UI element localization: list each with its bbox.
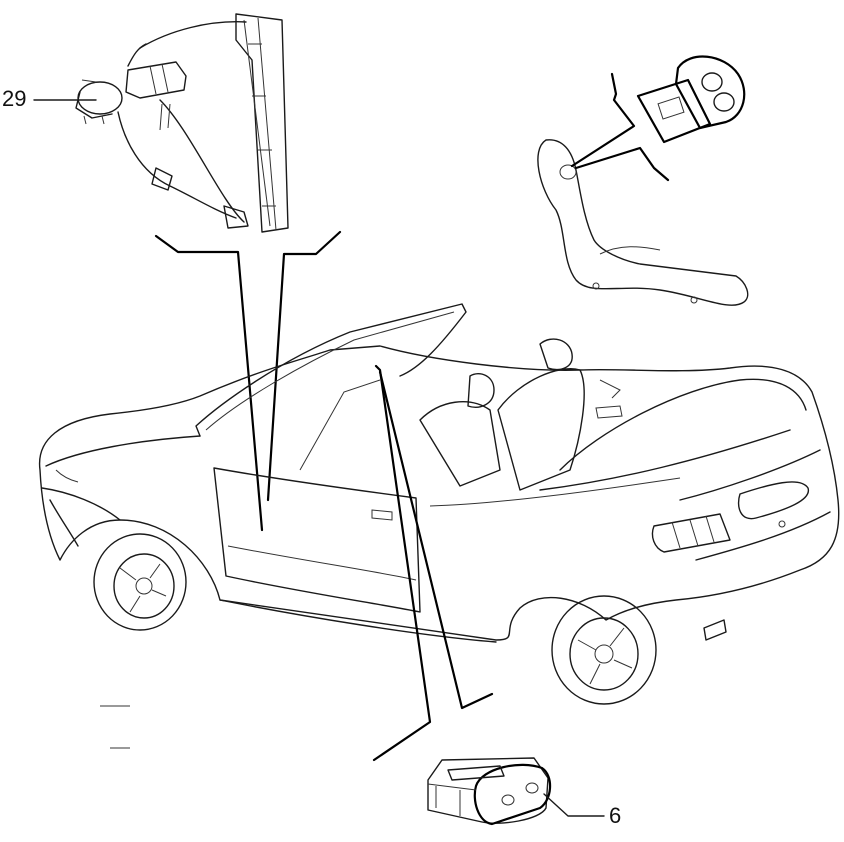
- window-regulator-assembly: [75, 13, 289, 233]
- regulator-pointer: [154, 230, 342, 532]
- switch-bracket-detail: [537, 55, 749, 306]
- switch-pointer: [372, 364, 494, 762]
- convertible-car: [38, 303, 840, 749]
- callout-line-6: [543, 793, 605, 817]
- callout-label-switch: 6: [609, 803, 622, 828]
- callout-label-regulator: 29: [2, 86, 27, 111]
- front-wheel: [93, 533, 187, 631]
- rear-wheel: [551, 595, 657, 705]
- window-switch-component: [427, 757, 552, 826]
